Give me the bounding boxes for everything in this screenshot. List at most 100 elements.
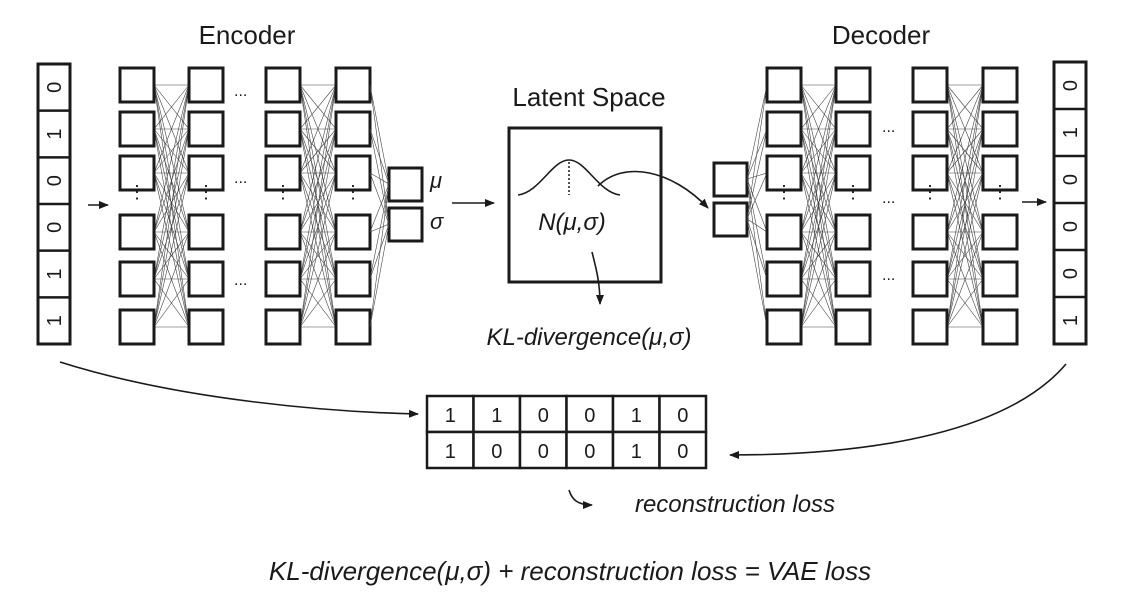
encoder-neuron xyxy=(118,110,156,148)
vertical-ellipsis: ⋮ xyxy=(844,182,862,202)
decoder-neuron xyxy=(765,66,803,104)
connection xyxy=(746,178,768,280)
connection xyxy=(946,128,984,174)
connection xyxy=(800,84,837,233)
connection xyxy=(946,231,984,328)
vertical-ellipsis: ⋮ xyxy=(274,182,292,202)
connection xyxy=(369,128,390,185)
connection xyxy=(369,223,390,233)
input-vector-cell-value: 1 xyxy=(44,268,66,279)
connection xyxy=(800,84,837,328)
input-vector-cell-value: 0 xyxy=(44,82,66,93)
horizontal-ellipsis: ... xyxy=(882,190,895,207)
connection xyxy=(153,84,190,174)
connection xyxy=(800,231,837,280)
encoder-neuron xyxy=(264,66,302,104)
connection xyxy=(369,172,390,225)
encoder-neuron xyxy=(334,260,372,298)
output-vector-cell-value: 0 xyxy=(1060,80,1082,91)
comparison-value: 0 xyxy=(584,405,595,427)
decoder-neuron xyxy=(981,154,1019,192)
horizontal-ellipsis: ... xyxy=(882,267,895,284)
connection xyxy=(153,172,190,280)
output-vector-cell-value: 0 xyxy=(1060,268,1082,279)
connection xyxy=(299,84,337,328)
comparison-value: 1 xyxy=(631,405,642,427)
connection xyxy=(800,128,837,328)
vertical-ellipsis: ⋮ xyxy=(991,182,1009,202)
connection xyxy=(800,172,837,328)
output-vector-cell-value: 1 xyxy=(1060,315,1082,326)
connection xyxy=(946,84,984,233)
horizontal-ellipsis: ... xyxy=(234,170,247,187)
decoder-neuron xyxy=(911,213,949,251)
vertical-ellipsis: ⋮ xyxy=(344,182,362,202)
decoder-title: Decoder xyxy=(832,20,931,50)
decoder-neuron xyxy=(911,110,949,148)
decoder-neuron xyxy=(834,308,872,346)
mu-label: μ xyxy=(429,168,442,193)
comparison-cell xyxy=(425,430,475,470)
connection xyxy=(369,84,390,225)
connection xyxy=(946,128,984,328)
connection xyxy=(946,172,984,280)
encoder-neuron xyxy=(187,110,225,148)
connection xyxy=(746,218,768,328)
comparison-value: 0 xyxy=(584,441,595,463)
connection xyxy=(153,172,190,233)
encoder-neuron xyxy=(118,66,156,104)
decoder-neuron xyxy=(765,260,803,298)
encoder-neuron xyxy=(264,308,302,346)
connection xyxy=(299,128,337,174)
input-vector-cell-value: 0 xyxy=(44,175,66,186)
decoder-neuron xyxy=(765,110,803,148)
comparison-value: 0 xyxy=(538,405,549,427)
decoder-neuron xyxy=(834,66,872,104)
connection xyxy=(299,84,337,233)
comparison-cell xyxy=(611,430,661,470)
decoder-neuron xyxy=(765,308,803,346)
decoder-neuron xyxy=(765,213,803,251)
connection xyxy=(369,223,390,280)
encoder-neuron xyxy=(118,260,156,298)
connection xyxy=(746,218,768,233)
decoder-neuron xyxy=(911,260,949,298)
connection xyxy=(800,278,837,328)
latent-space-box xyxy=(507,126,663,284)
connection xyxy=(946,84,984,280)
decoder-latent-neuron xyxy=(712,201,749,238)
sigma-label: σ xyxy=(430,209,444,234)
encoder-neuron xyxy=(334,308,372,346)
decoder-neuron xyxy=(834,110,872,148)
connection xyxy=(946,172,984,233)
connection xyxy=(946,84,984,328)
total-loss-equation: KL-divergence(μ,σ) + reconstruction loss… xyxy=(269,556,871,586)
connection xyxy=(746,172,768,220)
encoder-neuron xyxy=(264,154,302,192)
connection xyxy=(746,84,768,220)
decoder-neuron xyxy=(911,66,949,104)
encoder-neuron xyxy=(264,260,302,298)
connection xyxy=(299,84,337,130)
connection xyxy=(299,172,337,328)
connection xyxy=(369,183,390,328)
output-compare-arrow xyxy=(729,363,1067,459)
connection xyxy=(153,231,190,328)
connection xyxy=(299,84,337,174)
connection xyxy=(153,128,190,328)
output-vector-cell-value: 0 xyxy=(1060,221,1082,232)
decoder-latent-neuron xyxy=(712,161,749,198)
vertical-ellipsis: ⋮ xyxy=(128,182,146,202)
connection xyxy=(800,84,837,174)
sample-arrow xyxy=(597,170,709,209)
connection xyxy=(153,128,190,174)
input-compare-arrow xyxy=(59,361,419,418)
decoder-network: ⋮⋮⋮⋮......... xyxy=(712,66,1019,346)
connection xyxy=(299,278,337,328)
encoder-neuron xyxy=(187,154,225,192)
decoder-neuron xyxy=(834,260,872,298)
horizontal-ellipsis: ... xyxy=(234,83,247,100)
decoder-neuron xyxy=(981,110,1019,148)
